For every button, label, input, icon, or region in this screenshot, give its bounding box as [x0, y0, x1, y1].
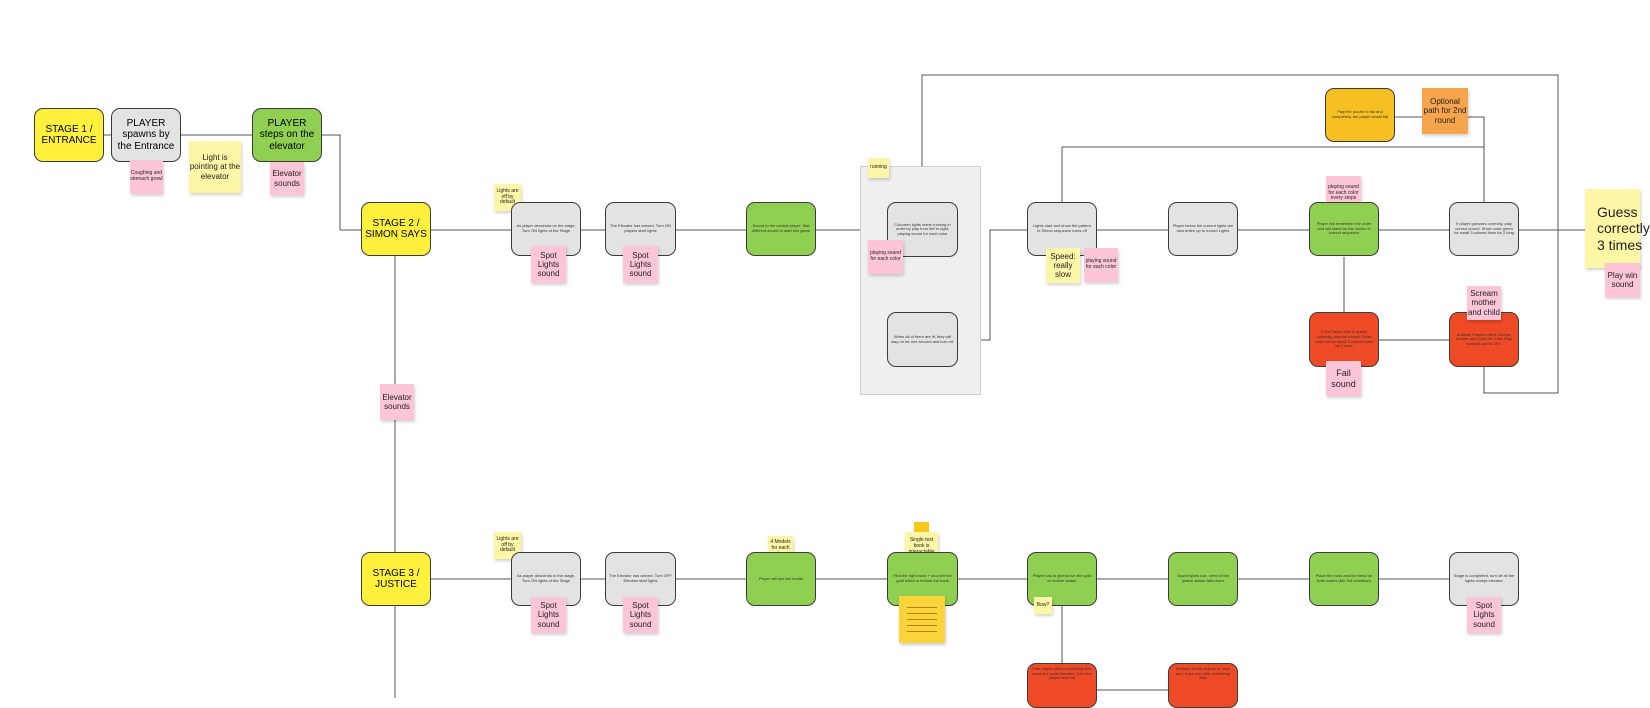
- spot-lights-note-3c[interactable]: Spot Lights sound: [1467, 597, 1501, 633]
- player-elevator-label: PLAYER steps on the elevator: [259, 117, 315, 152]
- player-remember-text: Player will remember the order and will …: [1316, 221, 1372, 236]
- optional-path-note[interactable]: Optional path for 2nd round: [1422, 88, 1468, 134]
- elevator-sounds-note-1-text: Elevator sounds: [272, 169, 302, 188]
- see-model-node[interactable]: Player will see the model: [746, 552, 816, 606]
- stage2-start-sound-node[interactable]: Sound to the central player. Stat differ…: [746, 202, 816, 256]
- fail-sound-note[interactable]: Fail sound: [1326, 361, 1361, 396]
- coughing-note-text: Coughing and stomach growl: [130, 170, 163, 182]
- pattern-show-text: Lights start and show the pattern in Sim…: [1032, 223, 1092, 233]
- elevator-sounds-note-2[interactable]: Elevator sounds: [380, 384, 414, 420]
- place-book-text: Place the book and the head on both scal…: [1315, 573, 1373, 583]
- spot-lights-note-3c-text: Spot Lights sound: [1473, 601, 1495, 629]
- stage3-fail-text-2: Release all the objects in hand and, if …: [1175, 666, 1231, 681]
- play-win-note-text: Play win sound: [1607, 270, 1638, 289]
- lights-off-note-3-text: Lights are off by default: [496, 535, 519, 554]
- stage3-fail-text-1: If the player offers something else, sho…: [1031, 666, 1093, 681]
- playing-sound-note-1[interactable]: playing sound for each color: [868, 240, 903, 274]
- spot-lights-note-3b[interactable]: Spot Lights sound: [623, 597, 658, 633]
- spot-lights-note-3a[interactable]: Spot Lights sound: [531, 597, 566, 633]
- scream-note[interactable]: Scream mother and child: [1467, 286, 1501, 320]
- notes-line: [907, 625, 937, 626]
- statue-falls-node[interactable]: Sound gives cue, need of the justice sta…: [1168, 552, 1238, 606]
- bow-note-text: Bow?: [1036, 601, 1050, 608]
- stage3-elevator-arrived-text: The Elevator has arrived. Turn OFF Eleva…: [609, 573, 672, 583]
- notes-line: [907, 613, 937, 614]
- find-book-text: Find the right book + uncover the gold w…: [893, 573, 952, 583]
- fail-guess-node[interactable]: If the Player fails to guess correctly, …: [1309, 312, 1379, 367]
- bow-note[interactable]: Bow?: [1034, 597, 1052, 614]
- spot-lights-note-3b-text: Spot Lights sound: [629, 601, 652, 629]
- interactable-note-text: Single text book is interactable: [909, 537, 935, 554]
- stage3-fail-node-1[interactable]: If the player offers something else, sho…: [1027, 663, 1097, 708]
- player-below-lights-text: Player below the current lights are now …: [1172, 223, 1234, 233]
- all-lit-node[interactable]: When all of them are lit, they will stay…: [887, 312, 958, 367]
- guess-correct-text: If player guesses correctly, play correc…: [1454, 221, 1514, 236]
- place-book-node[interactable]: Place the book and the head on both scal…: [1309, 552, 1379, 606]
- stage-1-entrance[interactable]: STAGE 1 / ENTRANCE: [34, 108, 104, 162]
- lights-running-text: Coloured lights starts running in order …: [894, 221, 951, 236]
- give-gold-text: Player has to give/prove the gold to mot…: [1032, 573, 1092, 583]
- light-pointing-note-text: Light is pointing at the elevator: [189, 153, 241, 181]
- pattern-show-node[interactable]: Lights start and show the pattern in Sim…: [1027, 202, 1097, 256]
- sticky-notes-stack-icon[interactable]: [899, 596, 945, 643]
- guess-3-times-note[interactable]: Guess correctly 3 times: [1585, 189, 1650, 268]
- fail-sound-note-text: Fail sound: [1331, 368, 1356, 389]
- player-elevator-node[interactable]: PLAYER steps on the elevator: [252, 108, 322, 162]
- stage2-elevator-arrived-text: The Elevator has arrived. Turn ON player…: [610, 223, 671, 233]
- notes-line: [907, 607, 937, 608]
- light-pointing-note[interactable]: Light is pointing at the elevator: [189, 141, 241, 193]
- all-lit-text: When all of them are lit, they will stay…: [891, 333, 954, 344]
- stage2-start-sound-text: Sound to the central player. Stat differ…: [751, 223, 811, 233]
- play-win-note[interactable]: Play win sound: [1605, 263, 1640, 297]
- player-spawn-label: PLAYER spawns by the Entrance: [117, 117, 175, 152]
- notes-line: [907, 631, 937, 632]
- player-remember-node[interactable]: Player will remember the order and will …: [1309, 202, 1379, 256]
- playing-sound-note-3-text: playing sound for each color every steps: [1328, 183, 1359, 202]
- stage-1-label: STAGE 1 / ENTRANCE: [41, 123, 97, 147]
- stage-3-label: STAGE 3 / JUSTICE: [372, 567, 420, 591]
- optional-path-note-text: Optional path for 2nd round: [1423, 97, 1467, 125]
- spot-lights-note-2a[interactable]: Spot Lights sound: [531, 246, 566, 283]
- play-again-node[interactable]: Play the puzzle to fail and completely, …: [1325, 88, 1395, 142]
- stage-2-label: STAGE 2 / SIMON SAYS: [365, 217, 427, 241]
- notes-line: [907, 619, 937, 620]
- spot-lights-note-3a-text: Spot Lights sound: [537, 601, 560, 629]
- guess-3-times-note-text: Guess correctly 3 times: [1597, 204, 1650, 253]
- spot-lights-note-2b[interactable]: Spot Lights sound: [623, 246, 658, 283]
- player-spawn-node[interactable]: PLAYER spawns by the Entrance: [111, 108, 181, 162]
- play-again-text: Play the puzzle to fail and completely, …: [1331, 109, 1389, 119]
- spot-lights-note-2b-text: Spot Lights sound: [629, 250, 652, 279]
- playing-sound-note-1-text: playing sound for each color: [870, 250, 901, 262]
- statue-falls-text: Sound gives cue, need of the justice sta…: [1177, 573, 1229, 583]
- speed-note[interactable]: Speed: really slow: [1046, 248, 1080, 283]
- scream-effect-node[interactable]: Activate Flames effect Scream mother and…: [1449, 312, 1519, 367]
- player-below-lights-node[interactable]: Player below the current lights are now …: [1168, 202, 1238, 256]
- playing-sound-note-2-text: playing sound for each color: [1085, 258, 1117, 270]
- see-model-text: Player will see the model: [758, 575, 804, 581]
- elevator-sounds-note-1[interactable]: Elevator sounds: [270, 162, 304, 195]
- elevator-sounds-note-2-text: Elevator sounds: [382, 392, 412, 411]
- scream-note-text: Scream mother and child: [1467, 289, 1501, 317]
- stage2-lights-on-text: As player descends on the stage, Turn ON…: [516, 223, 576, 233]
- spot-lights-note-2a-text: Spot Lights sound: [537, 250, 560, 279]
- stage-2-simon-says[interactable]: STAGE 2 / SIMON SAYS: [361, 202, 431, 256]
- guess-correct-node[interactable]: If player guesses correctly, play correc…: [1449, 202, 1519, 256]
- diagram-canvas: STAGE 1 / ENTRANCE STAGE 2 / SIMON SAYS …: [34, 74, 1650, 708]
- coughing-note[interactable]: Coughing and stomach growl: [130, 160, 163, 194]
- playing-sound-note-2[interactable]: playing sound for each color: [1084, 248, 1118, 282]
- fail-guess-text: If the Player fails to guess correctly, …: [1314, 329, 1374, 349]
- stage3-complete-text: Stage is completed, turn off all the lig…: [1453, 573, 1515, 583]
- stage3-lights-on-text: As player descends to the stage, Turn ON…: [516, 573, 576, 583]
- speed-note-text: Speed: really slow: [1050, 251, 1076, 280]
- running-note[interactable]: running: [868, 158, 889, 178]
- lights-off-note-2-text: Lights are off by default: [496, 187, 519, 206]
- running-note-text: running: [870, 164, 887, 171]
- stage3-fail-node-2[interactable]: Release all the objects in hand and, if …: [1168, 663, 1238, 708]
- stage-3-justice[interactable]: STAGE 3 / JUSTICE: [361, 552, 431, 606]
- scream-effect-text: Activate Flames effect Scream mother and…: [1456, 331, 1512, 346]
